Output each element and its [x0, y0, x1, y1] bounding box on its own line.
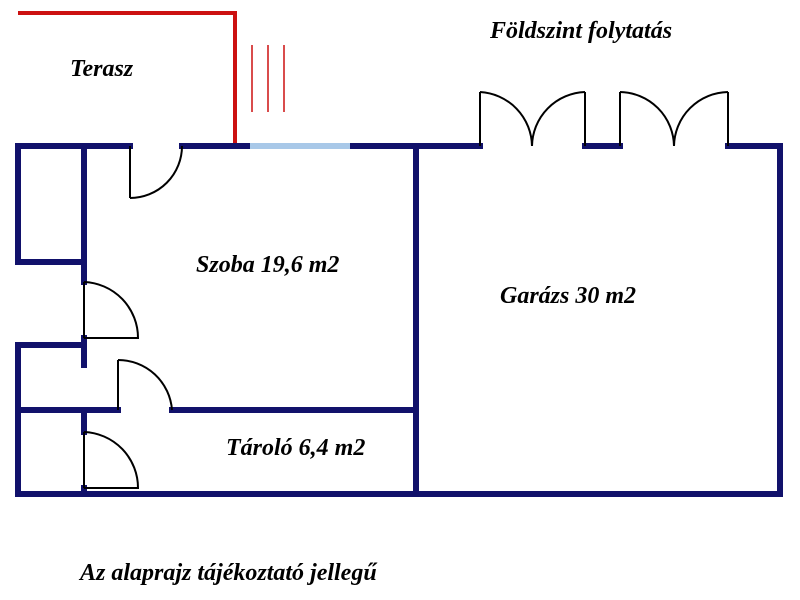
- label-continuation: Földszint folytatás: [489, 18, 672, 44]
- door-room-lower: [117, 358, 173, 411]
- label-room: Szoba 19,6 m2: [196, 252, 339, 278]
- door-top-entrance: [129, 145, 183, 199]
- label-terrace: Terasz: [70, 56, 134, 82]
- label-storage: Tároló 6,4 m2: [226, 435, 365, 461]
- terrace-boundary: [18, 11, 285, 145]
- outer-walls: [15, 143, 783, 497]
- label-disclaimer: Az alaprajz tájékoztató jellegű: [78, 560, 378, 586]
- door-closet-upper: [83, 281, 140, 339]
- door-garage-right: [619, 91, 729, 147]
- interior-walls: [15, 143, 419, 497]
- label-garage: Garázs 30 m2: [500, 283, 636, 309]
- doors: [83, 91, 729, 489]
- terrace-outline: [18, 11, 237, 145]
- door-storage: [83, 431, 140, 489]
- door-garage-left: [479, 91, 586, 147]
